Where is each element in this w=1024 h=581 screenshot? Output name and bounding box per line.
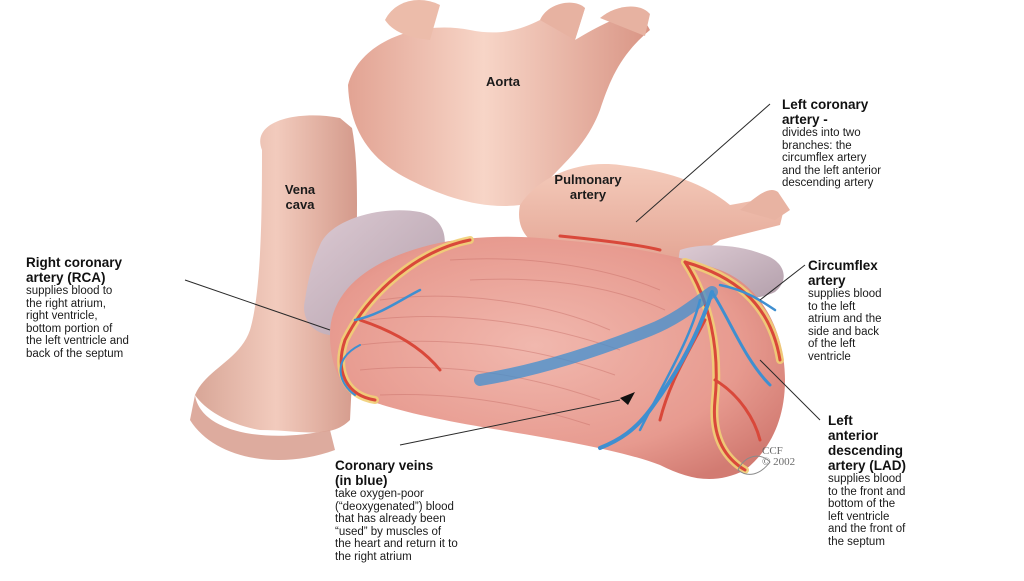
rca-desc-2: the right atrium,	[26, 297, 106, 310]
veins-desc-4: “used” by muscles of	[335, 525, 442, 538]
lca-title-1: Left coronary	[782, 97, 869, 112]
rca-desc-6: back of the septum	[26, 347, 124, 360]
vena-cava-label: Vena cava	[265, 182, 335, 212]
credit-mark	[737, 455, 771, 475]
aorta-text: Aorta	[486, 74, 520, 89]
rca-title-1: Right coronary	[26, 255, 123, 270]
veins-desc-5: the heart and return it to	[335, 538, 458, 550]
coronary-veins	[339, 283, 777, 450]
lca-desc-3: circumflex artery	[782, 152, 867, 164]
circumflex-desc-6: ventricle	[808, 350, 851, 363]
leader-veins	[399, 399, 621, 446]
lad-desc-3: bottom of the	[828, 498, 896, 510]
veins-desc-6: the right atrium	[335, 550, 412, 563]
callout-left-coronary-artery: Left coronary artery - divides into two …	[782, 97, 982, 190]
rca-desc-1: supplies blood to	[26, 285, 113, 297]
callout-lad: Left anterior descending artery (LAD) su…	[828, 413, 1008, 548]
rca-title-2: artery (RCA)	[26, 270, 106, 285]
rca-desc-4: bottom portion of	[26, 322, 113, 335]
cava-text: cava	[285, 197, 315, 212]
rca-desc-3: right ventricle,	[26, 310, 98, 322]
illustration-credit: CCF © 2002	[762, 446, 795, 468]
callout-right-coronary-artery: Right coronary artery (RCA) supplies blo…	[26, 255, 216, 360]
circumflex-desc-1: supplies blood	[808, 288, 882, 300]
aorta	[348, 0, 650, 206]
leader-lca	[635, 103, 771, 223]
lca-desc-1: divides into two	[782, 127, 861, 139]
lad-desc-1: supplies blood	[828, 473, 902, 485]
vena-cava	[190, 115, 357, 460]
lca-desc-4: and the left anterior	[782, 164, 882, 177]
circumflex-desc-2: to the left	[808, 300, 856, 313]
circumflex-desc-4: side and back	[808, 325, 879, 338]
veins-title-1: Coronary veins	[335, 458, 434, 473]
circumflex-desc-5: of the left	[808, 338, 856, 350]
leader-lines	[184, 103, 821, 446]
credit-line-2: © 2002	[762, 456, 796, 468]
lca-title-2: artery -	[782, 112, 828, 127]
lad-desc-4: left ventricle	[828, 510, 890, 523]
vena-text: Vena	[284, 182, 316, 197]
rca-desc-5: the left ventricle and	[26, 335, 129, 347]
callout-circumflex-artery: Circumflex artery supplies blood to the …	[808, 258, 978, 363]
veins-desc-2: (“deoxygenated”) blood	[335, 500, 454, 513]
lad-desc-2: to the front and	[828, 485, 906, 498]
circumflex-title-1: Circumflex	[808, 258, 878, 273]
lad-title-3: descending	[828, 443, 904, 458]
lad-title-2: anterior	[828, 428, 879, 443]
lad-title-1: Left	[828, 413, 853, 428]
aorta-label: Aorta	[468, 74, 538, 89]
lca-desc-5: descending artery	[782, 177, 874, 189]
veins-desc-1: take oxygen-poor	[335, 488, 424, 500]
leader-rca	[184, 279, 331, 331]
callout-coronary-veins: Coronary veins (in blue) take oxygen-poo…	[335, 458, 565, 563]
veins-desc-3: that has already been	[335, 513, 446, 525]
circumflex-desc-3: atrium and the	[808, 313, 882, 325]
lad-desc-6: the septum	[828, 535, 885, 548]
lca-desc-2: branches: the	[782, 139, 852, 152]
veins-arrowhead	[620, 392, 635, 405]
leader-lad	[759, 359, 821, 421]
lad-desc-5: and the front of	[828, 523, 906, 535]
pulmonary-artery-label: Pulmonary artery	[538, 172, 638, 202]
credit-line-1: CCF	[762, 445, 783, 457]
pulmonary-text: Pulmonary	[554, 172, 622, 187]
lad-title-4: artery (LAD)	[828, 458, 907, 473]
veins-title-2: (in blue)	[335, 473, 388, 488]
artery-text: artery	[569, 187, 607, 202]
leader-circumflex	[759, 264, 806, 301]
circumflex-title-2: artery	[808, 273, 846, 288]
